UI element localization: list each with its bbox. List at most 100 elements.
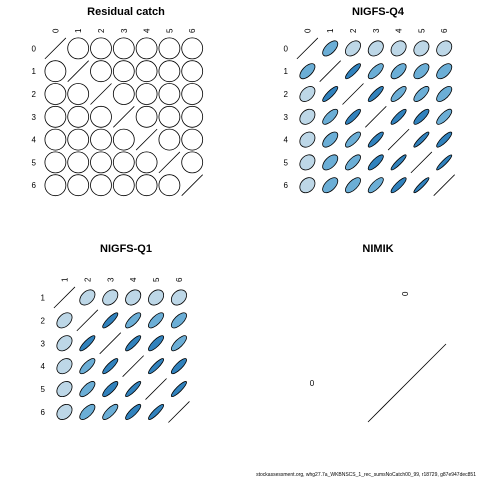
correlation-ellipse <box>299 63 316 80</box>
correlation-ellipse <box>67 128 90 151</box>
diagonal-line <box>168 401 190 423</box>
col-label: 5 <box>152 277 161 282</box>
correlation-ellipse <box>181 37 204 60</box>
correlation-ellipse <box>56 358 73 375</box>
correlation-ellipse <box>322 177 339 194</box>
correlation-ellipse <box>390 86 407 102</box>
correlation-ellipse <box>170 381 187 398</box>
row-label: 5 <box>284 158 289 167</box>
col-label: 2 <box>349 28 358 33</box>
col-label: 1 <box>326 28 335 33</box>
correlation-ellipse <box>322 40 339 57</box>
diagonal-line <box>99 332 122 355</box>
correlation-ellipse <box>413 177 430 194</box>
correlation-ellipse <box>112 174 135 197</box>
correlation-ellipse <box>44 60 67 83</box>
col-label: 6 <box>175 277 184 282</box>
correlation-ellipse <box>112 83 135 105</box>
correlation-ellipse <box>299 108 316 125</box>
correlation-ellipse <box>390 177 407 194</box>
correlation-ellipse <box>367 131 384 148</box>
row-label: 6 <box>32 181 37 190</box>
correlation-ellipse <box>102 289 119 306</box>
correlation-ellipse <box>345 154 361 171</box>
correlation-ellipse <box>125 312 142 329</box>
row-label: 5 <box>41 385 46 394</box>
diagonal-line <box>365 106 387 128</box>
correlation-ellipse <box>90 60 112 83</box>
correlation-ellipse <box>44 174 67 197</box>
correlation-ellipse <box>148 358 165 375</box>
correlation-ellipse <box>90 174 112 197</box>
col-label: 3 <box>120 28 129 33</box>
diagonal-line <box>158 151 181 174</box>
correlation-ellipse <box>322 154 339 171</box>
correlation-ellipse <box>125 335 142 352</box>
correlation-ellipse <box>44 83 67 105</box>
col-label: 4 <box>129 277 138 282</box>
row-label: 3 <box>284 113 289 122</box>
correlation-ellipse <box>322 86 339 102</box>
row-label: 1 <box>284 67 289 76</box>
panel-title: NIMIK <box>362 243 393 255</box>
diagonal-line <box>122 355 144 377</box>
panel-title: Residual catch <box>87 6 165 18</box>
diagonal-line <box>44 37 67 60</box>
correlation-ellipse <box>56 335 73 352</box>
correlation-ellipse <box>390 154 407 171</box>
diagonal-line <box>296 37 319 60</box>
diagonal-line <box>53 286 76 309</box>
correlation-ellipse <box>367 154 384 171</box>
correlation-ellipse <box>102 381 119 398</box>
correlation-ellipse <box>322 131 339 148</box>
correlation-ellipse <box>158 128 181 151</box>
correlation-ellipse <box>345 40 361 57</box>
correlation-ellipse <box>390 108 407 125</box>
correlation-ellipse <box>436 154 453 171</box>
col-label: 4 <box>143 28 152 33</box>
diagonal-line <box>410 151 433 174</box>
correlation-ellipse <box>112 60 135 83</box>
correlation-ellipse <box>102 312 119 329</box>
correlation-ellipse <box>181 105 204 128</box>
diagonal-line <box>433 174 455 196</box>
diagonal-line <box>113 106 135 128</box>
row-label: 6 <box>284 181 289 190</box>
correlation-ellipse <box>322 108 339 125</box>
correlation-ellipse <box>79 403 96 420</box>
row-label: 2 <box>41 316 46 325</box>
col-label: 5 <box>165 28 174 33</box>
row-label: 4 <box>32 136 37 145</box>
correlation-ellipse <box>135 174 158 197</box>
col-label: 5 <box>417 28 426 33</box>
correlation-ellipse <box>436 40 453 57</box>
correlation-ellipse <box>345 177 361 194</box>
row-label: 6 <box>41 408 46 417</box>
correlation-ellipse <box>90 37 112 60</box>
correlation-ellipse <box>112 128 135 151</box>
correlation-ellipse <box>436 86 453 102</box>
correlation-ellipse <box>299 154 316 171</box>
correlation-ellipse <box>158 60 181 83</box>
correlation-ellipse <box>413 63 430 80</box>
diagonal-line <box>145 378 167 400</box>
diagonal-line <box>342 83 364 105</box>
correlation-ellipse <box>158 37 181 60</box>
correlation-ellipse <box>367 63 384 80</box>
row-label: 2 <box>284 90 289 99</box>
row-label: 1 <box>41 293 46 302</box>
footer-text: stockassessment.org, whg27.7a_WKBNSCS_1_… <box>256 472 476 478</box>
correlation-ellipse <box>390 63 407 80</box>
correlation-ellipse <box>413 86 430 102</box>
correlation-ellipse <box>436 63 453 80</box>
col-label: 2 <box>83 277 92 282</box>
correlation-ellipse <box>56 312 73 329</box>
correlation-ellipse <box>158 83 181 105</box>
correlation-ellipse <box>125 289 142 306</box>
correlation-ellipse <box>436 131 453 148</box>
correlation-ellipse <box>413 131 430 148</box>
correlation-ellipse <box>112 151 135 174</box>
correlation-ellipse <box>367 177 384 194</box>
